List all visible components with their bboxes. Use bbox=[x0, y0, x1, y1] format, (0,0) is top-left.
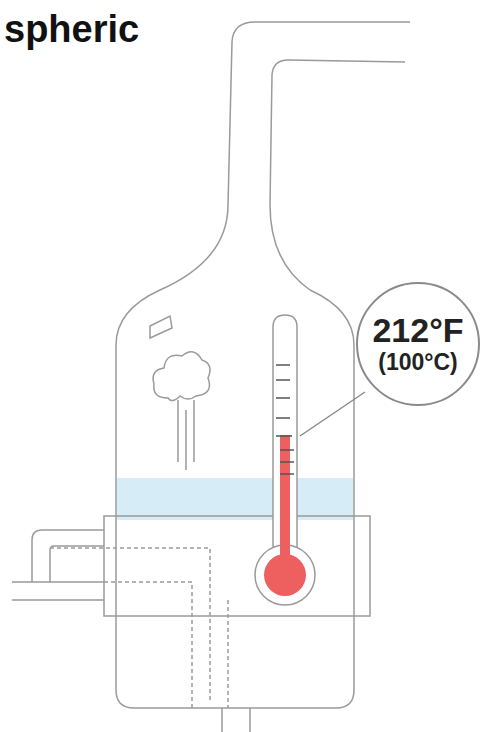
thermometer-bulb bbox=[255, 545, 315, 605]
drain-pipe bbox=[222, 708, 250, 732]
steam-lines bbox=[178, 400, 194, 470]
neck-outline bbox=[228, 22, 410, 205]
mercury-column bbox=[280, 435, 290, 565]
title: spheric bbox=[4, 8, 139, 51]
neck-outline bbox=[270, 60, 405, 205]
heater-wire bbox=[50, 548, 228, 710]
callout-pointer bbox=[300, 392, 365, 436]
heater-box bbox=[104, 516, 370, 616]
heater-handle bbox=[32, 530, 104, 582]
thermometer-ticks bbox=[276, 365, 294, 474]
liquid bbox=[117, 478, 353, 520]
temperature-fahrenheit: 212°F bbox=[372, 312, 463, 349]
still-body bbox=[116, 205, 354, 708]
power-cord bbox=[12, 582, 104, 600]
still-port bbox=[150, 316, 172, 338]
mercury-bulb bbox=[264, 554, 306, 596]
callout-bubble: 212°F(100°C) bbox=[356, 282, 480, 406]
temperature-celsius: (100°C) bbox=[378, 349, 458, 375]
steam-cloud bbox=[153, 352, 210, 401]
